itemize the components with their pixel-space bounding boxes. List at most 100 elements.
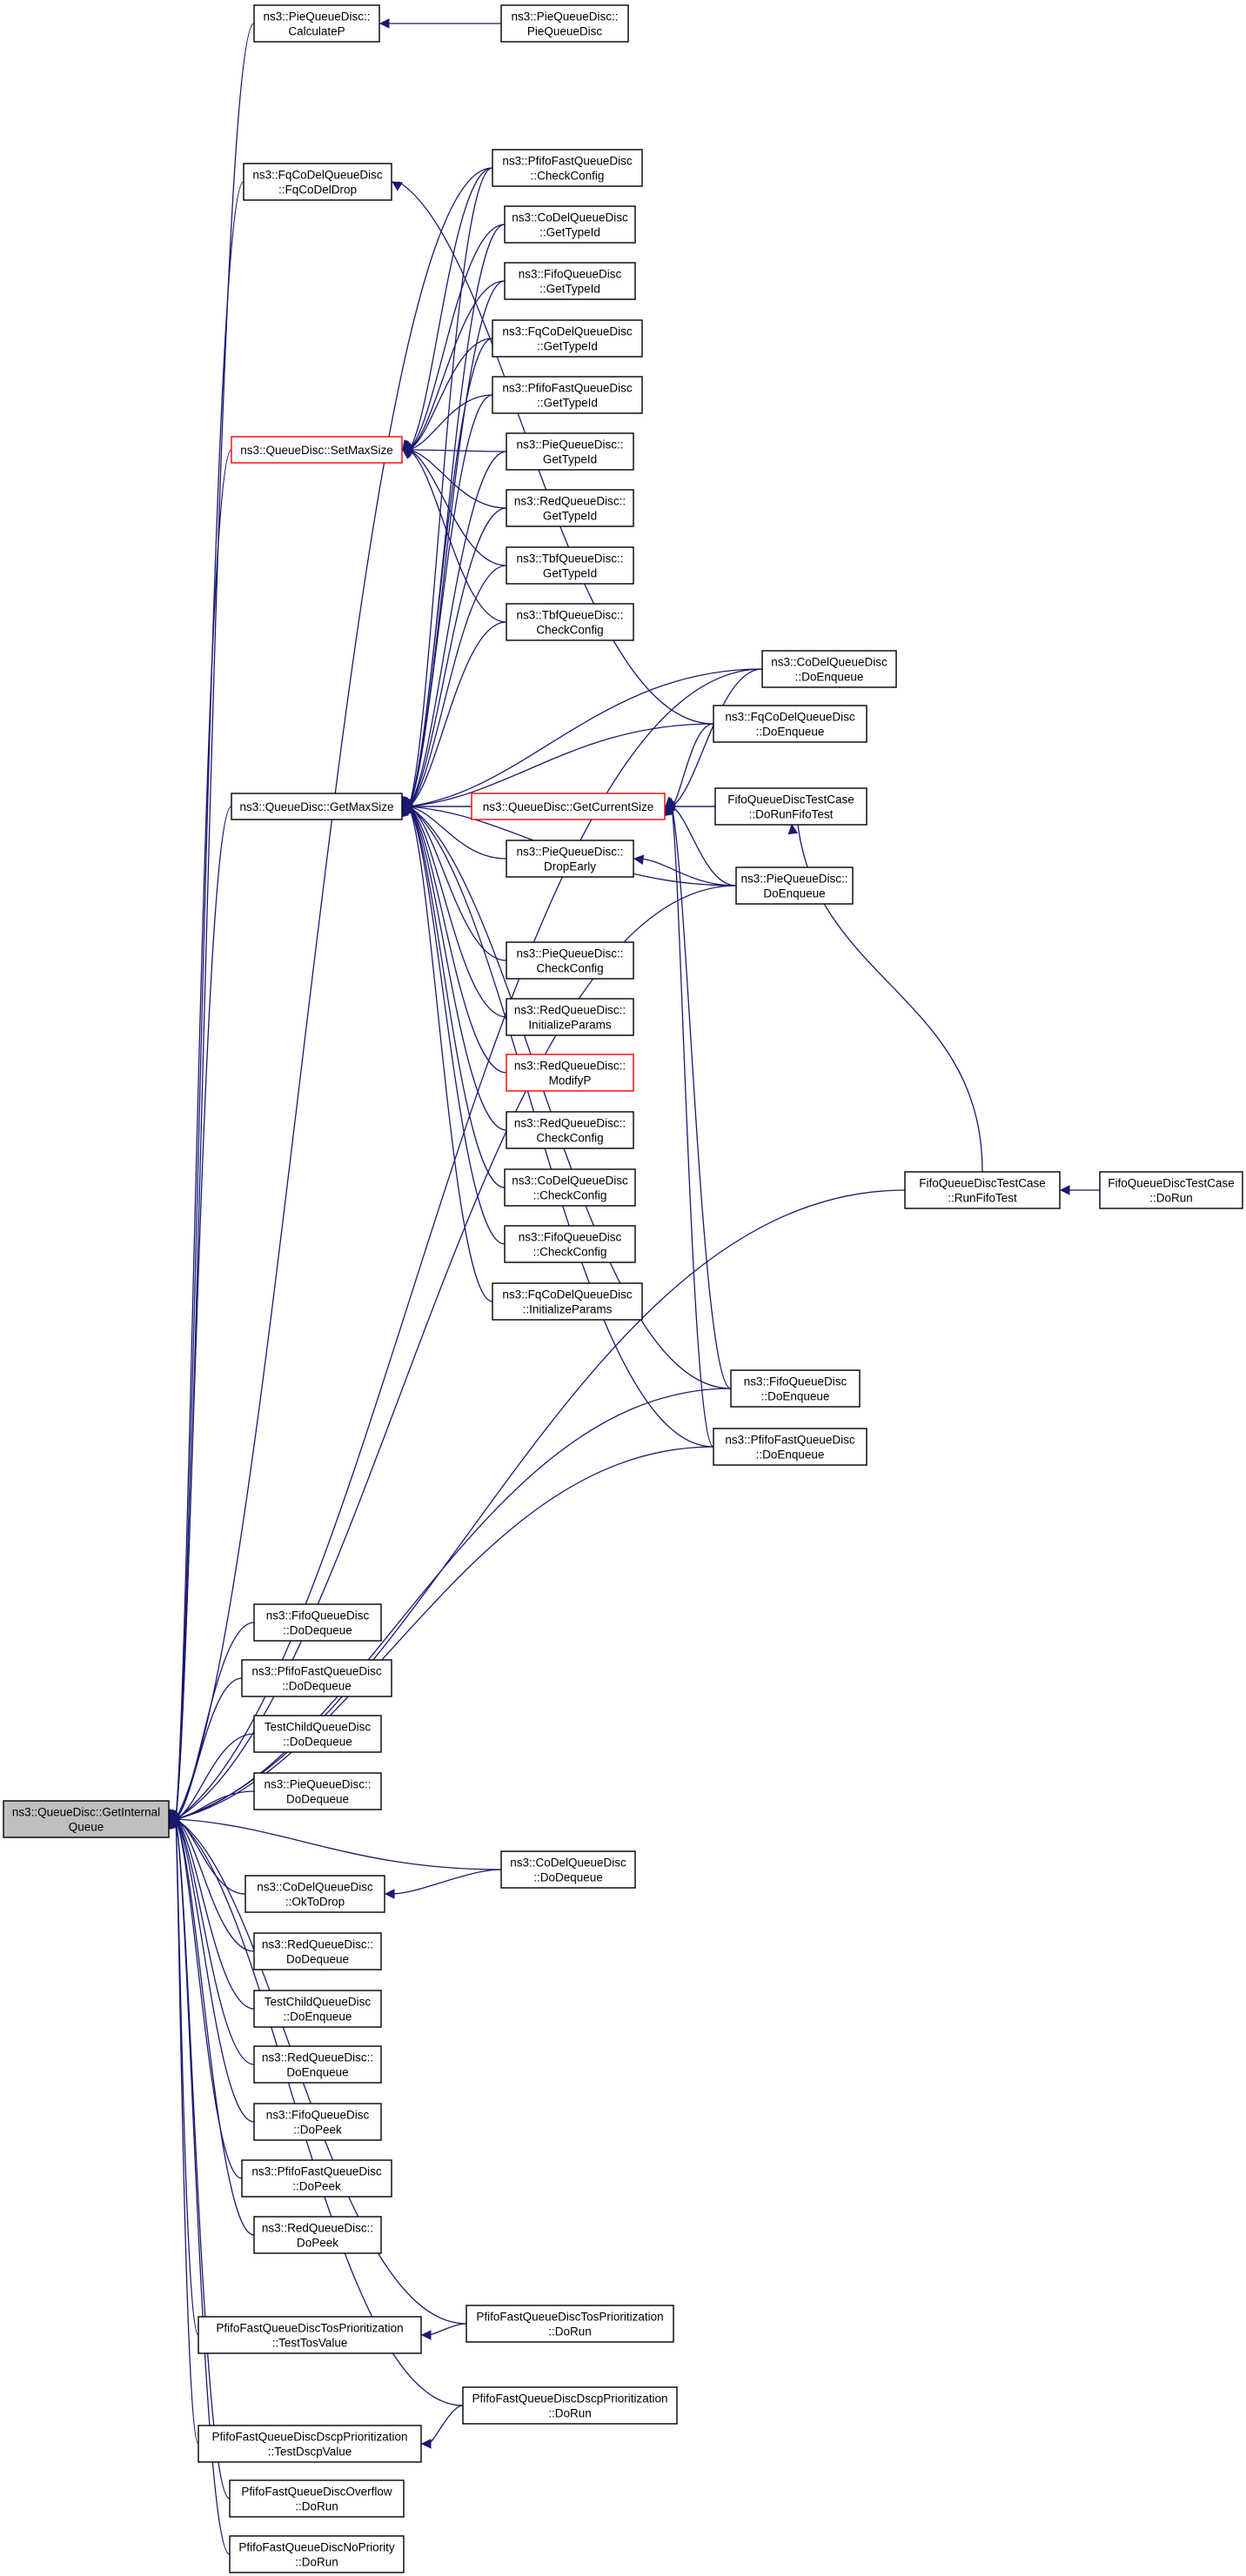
node-fifo-checkcfg[interactable]: ns3::FifoQueueDisc::CheckConfig	[504, 1225, 636, 1263]
node-fq-initparams[interactable]: ns3::FqCoDelQueueDisc::InitializeParams	[492, 1282, 643, 1321]
edge-dscp_test-to-root	[175, 1818, 199, 2445]
node-label-line: ::DoEnqueue	[756, 726, 825, 739]
node-fifotest-dorun2[interactable]: FifoQueueDiscTestCase::DoRun	[1099, 1171, 1243, 1209]
node-label-line: ns3::RedQueueDisc::	[514, 1004, 626, 1017]
node-pie-calcp[interactable]: ns3::PieQueueDisc::CalculateP	[253, 4, 380, 43]
edge-pie_checkcfg-to-getmax	[408, 806, 507, 961]
edge-fifo_checkcfg-to-getmax	[408, 806, 506, 1245]
node-fq-drop[interactable]: ns3::FqCoDelQueueDisc::FqCoDelDrop	[243, 163, 392, 201]
node-box	[492, 149, 643, 187]
node-label-line: ::DoRun	[548, 2325, 592, 2338]
node-pie-checkcfg[interactable]: ns3::PieQueueDisc::CheckConfig	[506, 941, 634, 980]
node-tos-dorun[interactable]: PfifoFastQueueDiscTosPrioritization::DoR…	[466, 2305, 674, 2343]
node-label-line: ns3::QueueDisc::SetMaxSize	[240, 444, 393, 457]
node-pie-dropearly[interactable]: ns3::PieQueueDisc::DropEarly	[506, 840, 634, 878]
node-codel-oktodrop[interactable]: ns3::CoDelQueueDisc::OkToDrop	[245, 1875, 385, 1913]
node-tos-test[interactable]: PfifoFastQueueDiscTosPrioritization::Tes…	[198, 2316, 422, 2354]
node-box	[500, 1850, 636, 1889]
node-pfifo-checkcfg[interactable]: ns3::PfifoFastQueueDisc::CheckConfig	[492, 149, 643, 187]
node-pie-doenq[interactable]: ns3::PieQueueDisc::DoEnqueue	[735, 866, 854, 905]
arrowhead-pie_doenq-to-pie_dropearly	[633, 854, 645, 865]
node-nopriority-dorun[interactable]: PfifoFastQueueDiscNoPriority::DoRun	[229, 2535, 405, 2573]
node-child-dodeq[interactable]: TestChildQueueDisc::DoDequeue	[253, 1715, 382, 1753]
node-getcur[interactable]: ns3::QueueDisc::GetCurrentSize	[471, 793, 666, 820]
node-codel-checkcfg[interactable]: ns3::CoDelQueueDisc::CheckConfig	[504, 1168, 636, 1207]
node-fifo-dopeek[interactable]: ns3::FifoQueueDisc::DoPeek	[253, 2103, 382, 2141]
node-dscp-dorun[interactable]: PfifoFastQueueDiscDscpPrioritization::Do…	[462, 2386, 678, 2425]
node-label-line: ns3::PieQueueDisc::	[516, 846, 623, 859]
node-pfifo-doenq[interactable]: ns3::PfifoFastQueueDisc::DoEnqueue	[713, 1428, 868, 1466]
node-red-gettid[interactable]: ns3::RedQueueDisc::GetTypeId	[506, 489, 634, 527]
node-label-line: PieQueueDisc	[527, 25, 603, 38]
node-pfifo-dodeq[interactable]: ns3::PfifoFastQueueDisc::DoDequeue	[241, 1659, 392, 1697]
node-label-line: ::DoEnqueue	[761, 1390, 830, 1403]
node-child-doenq[interactable]: TestChildQueueDisc::DoEnqueue	[253, 1990, 382, 2028]
node-fifo-gettid[interactable]: ns3::FifoQueueDisc::GetTypeId	[504, 262, 636, 300]
edge-pie_dodeq-to-root	[175, 1790, 255, 1820]
node-getmax[interactable]: ns3::QueueDisc::GetMaxSize	[231, 793, 403, 820]
node-setmax[interactable]: ns3::QueueDisc::SetMaxSize	[231, 436, 403, 464]
node-box	[3, 1800, 170, 1838]
edge-fifotest_run-to-root	[175, 1189, 906, 1820]
edge-setmax-to-root	[175, 449, 232, 1820]
node-box	[241, 1659, 392, 1697]
node-label-line: ns3::PieQueueDisc::	[264, 1778, 371, 1791]
node-box	[492, 1282, 643, 1321]
node-red-checkcfg[interactable]: ns3::RedQueueDisc::CheckConfig	[506, 1111, 634, 1149]
node-box	[253, 1932, 382, 1970]
node-codel-doenq[interactable]: ns3::CoDelQueueDisc::DoEnqueue	[761, 650, 897, 688]
node-codel-gettid[interactable]: ns3::CoDelQueueDisc::GetTypeId	[504, 205, 636, 244]
node-box	[1099, 1171, 1243, 1209]
edge-pfifo_gettid-to-getmax	[408, 394, 493, 807]
edge-fq_gettid-to-getmax	[408, 338, 493, 807]
node-box	[761, 650, 897, 688]
node-label-line: CheckConfig	[536, 1132, 603, 1145]
node-fifo-doenq[interactable]: ns3::FifoQueueDisc::DoEnqueue	[730, 1369, 861, 1408]
node-box	[231, 793, 403, 820]
node-box	[253, 1715, 382, 1753]
edge-fq_drop-to-root	[175, 181, 245, 1820]
node-red-dodeq[interactable]: ns3::RedQueueDisc::DoDequeue	[253, 1932, 382, 1970]
node-label-line: ::CheckConfig	[531, 170, 605, 183]
node-pie-ctor[interactable]: ns3::PieQueueDisc::PieQueueDisc	[500, 4, 629, 43]
edge-fq_doenq-to-fq_drop	[398, 181, 714, 725]
node-box	[471, 793, 666, 820]
node-dscp-test[interactable]: PfifoFastQueueDiscDscpPrioritization::Te…	[198, 2425, 422, 2463]
node-overflow-dorun[interactable]: PfifoFastQueueDiscOverflow::DoRun	[229, 2479, 405, 2518]
node-label-line: ns3::CoDelQueueDisc	[512, 1174, 628, 1188]
arrowhead-fq_doenq-to-fq_drop	[392, 181, 403, 191]
node-codel-dodeq[interactable]: ns3::CoDelQueueDisc::DoDequeue	[500, 1850, 636, 1889]
node-red-initparams[interactable]: ns3::RedQueueDisc::InitializeParams	[506, 998, 634, 1036]
node-fifotest-run[interactable]: FifoQueueDiscTestCase::RunFifoTest	[904, 1171, 1061, 1209]
edge-pfifo_checkcfg-to-root	[175, 167, 493, 1820]
node-pfifo-gettid[interactable]: ns3::PfifoFastQueueDisc::GetTypeId	[492, 376, 643, 414]
node-box	[253, 2216, 382, 2254]
node-tbf-checkcfg[interactable]: ns3::TbfQueueDisc::CheckConfig	[506, 603, 634, 641]
node-fq-gettid[interactable]: ns3::FqCoDelQueueDisc::GetTypeId	[492, 319, 643, 358]
node-tbf-gettid[interactable]: ns3::TbfQueueDisc::GetTypeId	[506, 546, 634, 585]
node-fq-doenq[interactable]: ns3::FqCoDelQueueDisc::DoEnqueue	[713, 705, 868, 743]
node-box	[506, 1054, 634, 1092]
node-pie-dodeq[interactable]: ns3::PieQueueDisc::DoDequeue	[253, 1772, 382, 1810]
node-label-line: ::DoDequeue	[283, 1624, 352, 1637]
node-label-line: ns3::QueueDisc::GetInternal	[12, 1806, 160, 1819]
edge-getmax-to-root	[175, 806, 232, 1820]
node-pfifo-dopeek[interactable]: ns3::PfifoFastQueueDisc::DoPeek	[241, 2159, 392, 2198]
node-red-modifyp[interactable]: ns3::RedQueueDisc::ModifyP	[506, 1054, 634, 1092]
node-pie-gettid[interactable]: ns3::PieQueueDisc::GetTypeId	[506, 432, 634, 471]
node-fifotest-dorun[interactable]: FifoQueueDiscTestCase::DoRunFifoTest	[714, 787, 868, 826]
node-red-doenq[interactable]: ns3::RedQueueDisc::DoEnqueue	[253, 2045, 382, 2084]
node-fifo-dodeq[interactable]: ns3::FifoQueueDisc::DoDequeue	[253, 1603, 382, 1642]
edge-red_checkcfg-to-getmax	[408, 806, 507, 1131]
node-box	[253, 2045, 382, 2084]
node-label-line: DoDequeue	[286, 1793, 349, 1806]
edge-codel_doenq-to-getmax	[408, 668, 763, 807]
node-label-line: DoEnqueue	[763, 887, 825, 900]
edge-fifo_dopeek-to-root	[175, 1818, 255, 2123]
node-label-line: ::DoDequeue	[283, 1736, 352, 1749]
node-box	[504, 262, 636, 300]
node-red-dopeek[interactable]: ns3::RedQueueDisc::DoPeek	[253, 2216, 382, 2254]
node-label-line: ns3::PieQueueDisc::	[511, 10, 618, 23]
node-label-line: CalculateP	[288, 25, 345, 38]
